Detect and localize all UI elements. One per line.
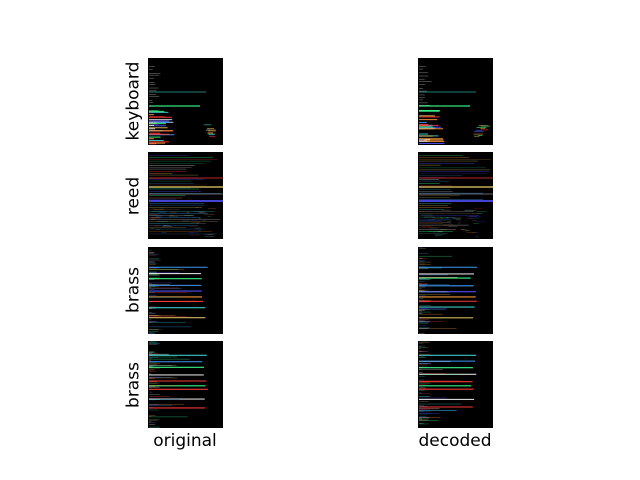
- spectrogram-decoded-keyboard: [418, 58, 493, 145]
- column-label-decoded: decoded: [418, 431, 492, 451]
- spectrogram-image: [149, 66, 217, 145]
- spectrogram-original-brass-2: [148, 341, 223, 428]
- spectrogram-image: [149, 341, 208, 428]
- spectrogram-decoded-reed: [418, 152, 493, 239]
- row-label-brass-2: brass: [123, 362, 144, 408]
- spectrogram-original-brass: [148, 247, 223, 334]
- row-label-keyboard: keyboard: [123, 61, 144, 141]
- spectrogram-decoded-brass-2: [418, 341, 493, 428]
- spectrogram-decoded-brass: [418, 247, 493, 334]
- spectrogram-image: [148, 154, 223, 237]
- row-label-brass: brass: [123, 267, 144, 313]
- spectrogram-image: [419, 247, 478, 334]
- column-label-original: original: [153, 431, 217, 451]
- spectrogram-image: [149, 250, 208, 334]
- spectrogram-original-keyboard: [148, 58, 223, 145]
- row-label-reed: reed: [123, 176, 144, 216]
- spectrogram-original-reed: [148, 152, 223, 239]
- spectrogram-image: [419, 154, 493, 238]
- spectrogram-image: [419, 66, 490, 144]
- spectrogram-image: [419, 341, 477, 425]
